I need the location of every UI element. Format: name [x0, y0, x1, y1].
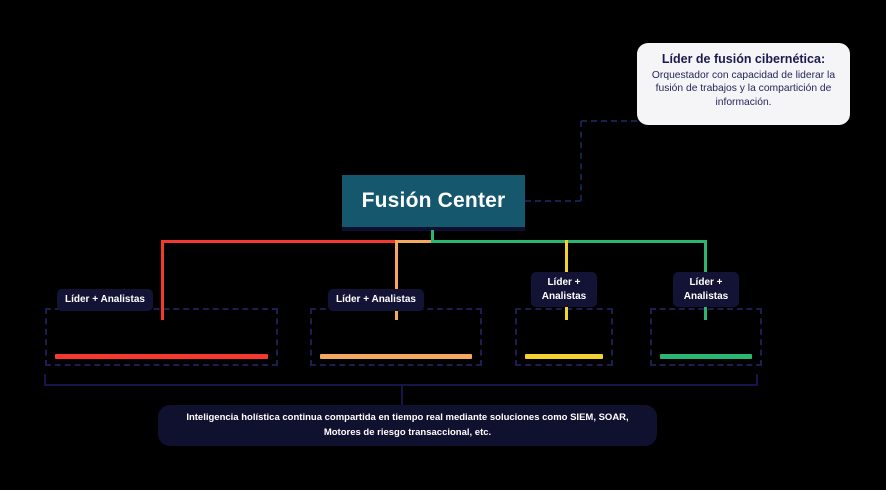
team-bar-green — [660, 354, 752, 359]
connector-horizontal-green — [431, 240, 707, 243]
bracket-right — [756, 374, 758, 385]
callout-title: Líder de fusión cibernética: — [661, 52, 826, 66]
team-bar-red — [55, 354, 268, 359]
fusion-center-label: Fusión Center — [361, 189, 506, 212]
team-label-red: Líder + Analistas — [57, 289, 153, 311]
bottom-note-line1: Inteligencia holística continua comparti… — [186, 412, 629, 424]
connector-horizontal-red — [162, 240, 397, 243]
connector-horizontal-orange — [396, 240, 432, 243]
connector-drop-orange — [395, 240, 398, 320]
bracket-center-stub — [401, 384, 403, 407]
leader-callout: Líder de fusión cibernética: Orquestador… — [637, 43, 850, 125]
callout-connector-bottom — [525, 200, 581, 202]
connector-center-stub — [431, 230, 434, 240]
team-label-green: Líder + Analistas — [673, 272, 739, 307]
fusion-center-node: Fusión Center — [342, 175, 525, 231]
team-label-yellow: Líder + Analistas — [531, 272, 597, 307]
callout-connector-top — [581, 120, 637, 122]
bottom-note: Inteligencia holística continua comparti… — [158, 405, 657, 446]
bracket-left — [44, 374, 46, 385]
callout-body: Orquestador con capacidad de liderar la … — [651, 70, 836, 108]
team-bar-orange — [320, 354, 472, 359]
team-bar-yellow — [525, 354, 603, 359]
callout-connector-vertical — [580, 121, 582, 201]
bottom-note-line2: Motores de riesgo transaccional, etc. — [323, 426, 492, 438]
team-box-yellow — [515, 308, 613, 366]
connector-drop-red — [161, 240, 164, 320]
team-label-orange: Líder + Analistas — [328, 289, 424, 311]
